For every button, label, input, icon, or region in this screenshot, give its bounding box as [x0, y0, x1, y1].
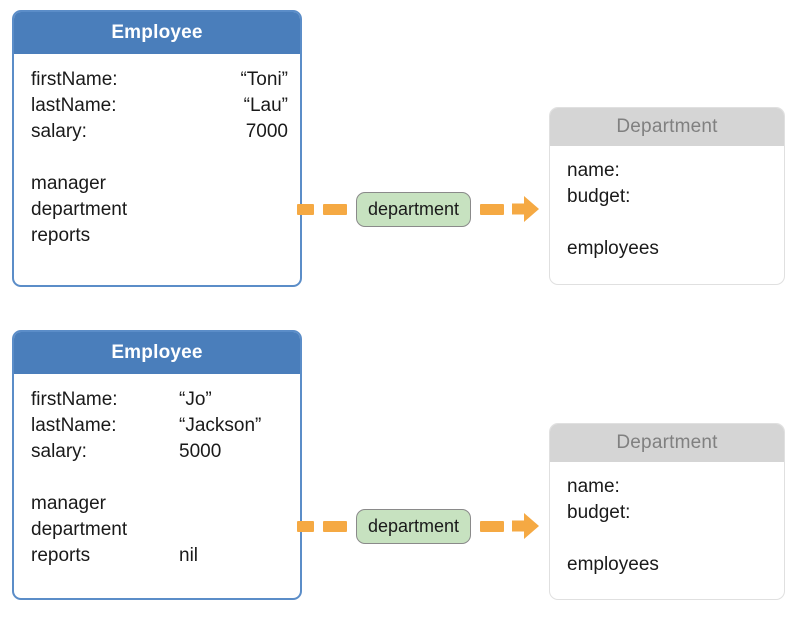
relationship-connector-1[interactable]: department	[297, 191, 547, 227]
relation-row: manager	[31, 491, 288, 517]
object-body-employee-1: firstName: “Toni” lastName: “Lau” salary…	[14, 54, 300, 259]
attribute-value: “Jackson”	[179, 415, 262, 436]
attribute-value: 7000	[245, 121, 288, 142]
relation-value	[715, 236, 772, 262]
attribute-row: firstName: “Jo”	[31, 387, 288, 413]
relation-value: nil	[179, 545, 199, 566]
section-divider	[567, 526, 772, 552]
relation-value	[106, 171, 288, 197]
attribute-row: budget:	[567, 500, 772, 526]
object-box-employee-2[interactable]: Employee firstName: “Jo” lastName: “Jack…	[12, 330, 302, 600]
relation-value	[179, 491, 288, 517]
attribute-row: name:	[567, 474, 772, 500]
relation-value	[90, 223, 288, 249]
attribute-value: 5000	[179, 441, 222, 462]
relation-row: employees	[567, 236, 772, 262]
attribute-row: lastName: “Lau”	[31, 93, 288, 119]
relationship-connector-2[interactable]: department	[297, 508, 547, 544]
attribute-name: name:	[567, 160, 620, 181]
object-box-department-1[interactable]: Department name: budget: employees	[549, 107, 785, 285]
relation-name: employees	[567, 238, 659, 259]
attribute-value: “Toni”	[240, 69, 288, 90]
attribute-name: salary:	[31, 121, 87, 142]
relation-row: manager	[31, 171, 288, 197]
attribute-value	[715, 158, 772, 184]
relation-name: manager	[31, 173, 106, 194]
attribute-name: lastName:	[31, 95, 117, 116]
object-body-department-1: name: budget: employees	[550, 146, 784, 272]
attribute-row: salary: 5000	[31, 439, 288, 465]
relation-value	[715, 552, 772, 578]
section-divider	[31, 145, 288, 171]
relation-row: department	[31, 517, 288, 543]
object-title-employee-2: Employee	[14, 332, 300, 374]
arrow-right-icon	[512, 513, 540, 539]
attribute-name: firstName:	[31, 69, 118, 90]
connector-dash-icon	[297, 203, 314, 215]
section-divider	[567, 210, 772, 236]
relation-row: employees	[567, 552, 772, 578]
relation-name: reports	[31, 545, 91, 566]
relation-name: employees	[567, 554, 659, 575]
attribute-name: budget:	[567, 502, 631, 523]
relation-name: department	[31, 199, 128, 220]
object-title-department-1: Department	[550, 108, 784, 146]
connector-dash-icon	[480, 520, 505, 532]
object-body-employee-2: firstName: “Jo” lastName: “Jackson” sala…	[14, 374, 300, 579]
attribute-value: “Jo”	[179, 389, 212, 410]
attribute-value: “Lau”	[243, 95, 288, 116]
attribute-name: firstName:	[31, 389, 118, 410]
section-divider	[31, 465, 288, 491]
connector-dash-icon	[323, 203, 347, 215]
attribute-name: salary:	[31, 441, 87, 462]
attribute-value	[715, 500, 772, 526]
relation-row: department	[31, 197, 288, 223]
object-title-department-2: Department	[550, 424, 784, 462]
attribute-row: firstName: “Toni”	[31, 67, 288, 93]
relation-row: reports	[31, 223, 288, 249]
arrow-right-icon	[512, 196, 540, 222]
object-title-employee-1: Employee	[14, 12, 300, 54]
object-box-employee-1[interactable]: Employee firstName: “Toni” lastName: “La…	[12, 10, 302, 287]
connector-dash-icon	[297, 520, 314, 532]
relation-name: department	[31, 519, 128, 540]
object-body-department-2: name: budget: employees	[550, 462, 784, 588]
connector-dash-icon	[480, 203, 505, 215]
attribute-name: lastName:	[31, 415, 117, 436]
relation-name: reports	[31, 225, 91, 246]
relationship-label-pill[interactable]: department	[356, 191, 472, 227]
relation-name: manager	[31, 493, 106, 514]
attribute-name: budget:	[567, 186, 631, 207]
relation-row: reports nil	[31, 543, 288, 569]
object-box-department-2[interactable]: Department name: budget: employees	[549, 423, 785, 600]
attribute-row: lastName: “Jackson”	[31, 413, 288, 439]
relation-value	[179, 517, 288, 543]
attribute-value	[715, 184, 772, 210]
attribute-name: name:	[567, 476, 620, 497]
attribute-value	[715, 474, 772, 500]
attribute-row: salary: 7000	[31, 119, 288, 145]
connector-dash-icon	[323, 520, 347, 532]
relation-value	[127, 197, 288, 223]
attribute-row: budget:	[567, 184, 772, 210]
attribute-row: name:	[567, 158, 772, 184]
relationship-label-pill[interactable]: department	[356, 508, 472, 544]
